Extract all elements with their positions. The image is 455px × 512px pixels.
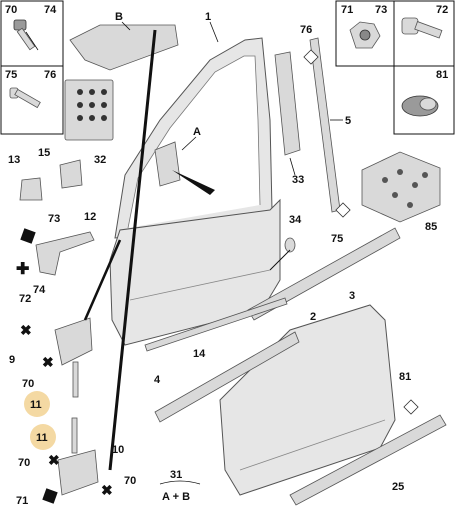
callout-31-group: 31 A + B	[159, 469, 201, 503]
callout-71b: 71	[16, 495, 28, 507]
callout-12: 12	[84, 211, 96, 223]
callout-70b: 70	[22, 378, 34, 390]
rear-door-2: 2	[219, 304, 396, 496]
callout-76b: 76	[300, 24, 312, 36]
callout-9: 9	[9, 354, 15, 366]
bolt-11-upper: 11	[24, 361, 79, 417]
callout-14: 14	[193, 348, 206, 360]
bolt-72-icon	[401, 17, 443, 39]
callout-75b: 75	[331, 233, 343, 245]
callout-73: 73	[375, 4, 387, 16]
marker-75: 75	[331, 202, 351, 245]
sill-strip-25: 81 25	[289, 371, 447, 506]
trim-strip-4: 4	[154, 331, 300, 423]
door-frame-1	[114, 37, 273, 239]
callout-70c: 70	[18, 457, 30, 469]
rivet-icon	[9, 87, 41, 109]
clip-81-icon	[401, 95, 439, 117]
callout-33: 33	[292, 174, 304, 186]
inset-box-71-73: 71 73	[335, 0, 395, 67]
callout-31-sub: A + B	[162, 491, 190, 503]
callout-71: 71	[341, 4, 353, 16]
callout-85: 85	[425, 221, 437, 233]
callout-81: 81	[436, 69, 448, 81]
clip-34: 34	[284, 214, 302, 253]
hinge-10: 10 70 ✖ ✖ 70 71	[16, 444, 136, 507]
callout-72: 72	[436, 4, 448, 16]
clip-set-85: 85	[361, 151, 441, 233]
hinge-9: 72 ✖ 9 ✖ 70	[9, 293, 93, 390]
trim-strip-33: 33	[274, 51, 304, 186]
part-13: 13	[8, 154, 43, 201]
callout-73b: 73	[48, 213, 60, 225]
callout-5: 5	[345, 115, 351, 127]
sill-strip-3: 3	[247, 227, 401, 321]
callout-74b: 74	[33, 284, 46, 296]
inset-box-81: 81	[393, 65, 455, 135]
callout-34: 34	[289, 214, 302, 226]
front-door-1	[109, 198, 281, 346]
svg-text:✚: ✚	[16, 261, 29, 278]
callout-13: 13	[8, 154, 20, 166]
check-strap-12: 73 12 74 ✚	[16, 211, 96, 296]
callout-10: 10	[112, 444, 124, 456]
callout-B: B	[115, 11, 123, 23]
callout-2: 2	[310, 311, 316, 323]
callout-25: 25	[392, 481, 404, 493]
inset-box-70-74: 70 74	[0, 0, 64, 67]
bracket-B: B	[69, 11, 179, 71]
nut-icon	[349, 21, 381, 49]
callout-70d: 70	[124, 475, 136, 487]
callout-31: 31	[170, 469, 182, 481]
callout-74: 74	[44, 4, 57, 16]
callout-3: 3	[349, 290, 355, 302]
inset-box-72: 72	[393, 0, 455, 67]
svg-text:✖: ✖	[48, 452, 60, 468]
callout-70: 70	[5, 4, 17, 16]
callout-11a: 11	[30, 399, 42, 411]
callout-75: 75	[5, 69, 17, 81]
callout-1: 1	[205, 11, 211, 23]
part-A: A	[154, 126, 215, 195]
callout-11b: 11	[36, 432, 48, 444]
callout-4: 4	[154, 374, 161, 386]
svg-text:✖: ✖	[101, 482, 113, 498]
part-15: 15	[38, 147, 83, 189]
pillar-trim-5: 76 5	[300, 24, 351, 213]
label-sheet-32: 32	[64, 79, 114, 166]
svg-text:✖: ✖	[20, 322, 32, 338]
svg-text:✖: ✖	[42, 354, 54, 370]
bolt-11-lower: 11	[30, 417, 78, 454]
callout-32: 32	[94, 154, 106, 166]
callout-15: 15	[38, 147, 50, 159]
callout-72a: 72	[19, 293, 31, 305]
callout-76: 76	[44, 69, 56, 81]
callout-81b: 81	[399, 371, 411, 383]
screw-74-icon	[13, 19, 39, 51]
callout-A: A	[193, 126, 201, 138]
trim-strip-14: 14	[144, 297, 288, 360]
inset-box-75-76: 75 76	[0, 65, 64, 135]
